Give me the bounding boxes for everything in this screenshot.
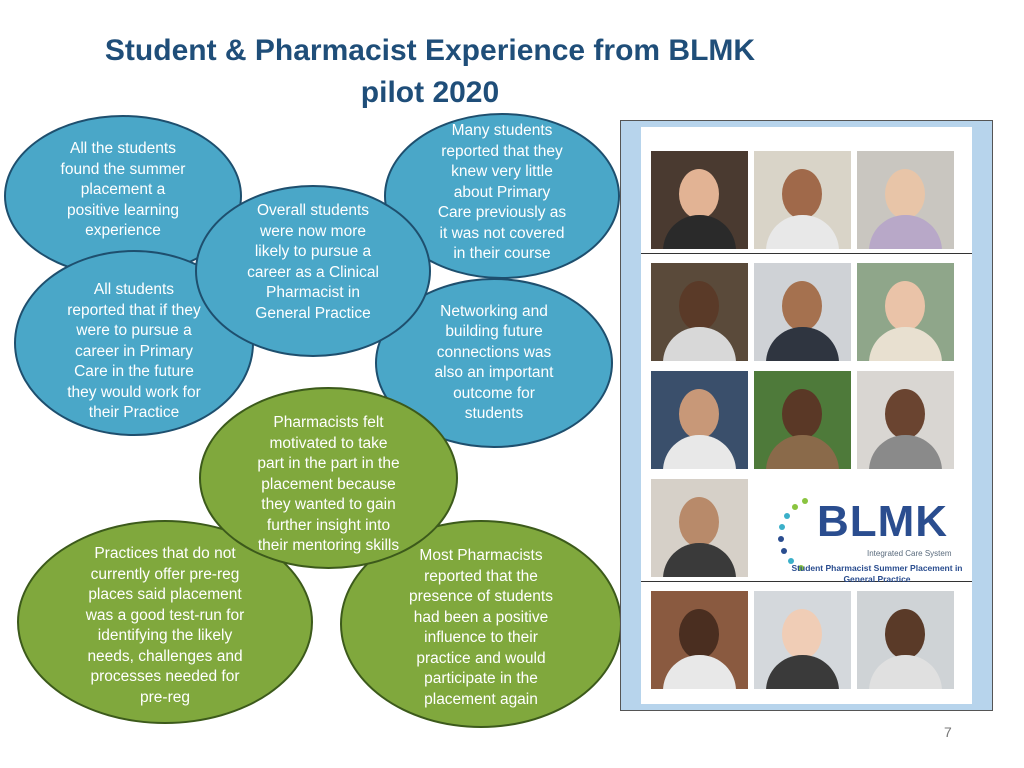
- pharmacist-photo-1: [651, 591, 748, 689]
- bubble-test-run-text: Practices that do not currently offer pr…: [85, 545, 245, 706]
- bubble-networking-text: Networking and building future connectio…: [434, 302, 554, 423]
- pharmacist-photo-2: [754, 591, 851, 689]
- pharmacist-photo-3: [857, 591, 954, 689]
- slide-title-line1: Student & Pharmacist Experience from BLM…: [104, 34, 756, 67]
- bubble-test-run: Practices that do not currently offer pr…: [17, 520, 313, 724]
- student-photo-9: [857, 371, 954, 469]
- logo-subtitle: Integrated Care System: [867, 549, 952, 558]
- student-photo-4: [651, 263, 748, 361]
- logo-wordmark: BLMK: [817, 497, 949, 546]
- photo-panel: BLMK Integrated Care System Student Phar…: [620, 120, 993, 711]
- slide-title: Student & Pharmacist Experience from BLM…: [40, 30, 820, 114]
- student-photo-10: [651, 479, 748, 577]
- bubble-mentoring-text: Pharmacists felt motivated to take part …: [257, 414, 400, 554]
- student-photo-3: [857, 151, 954, 249]
- student-photo-1: [651, 151, 748, 249]
- bubble-work-for-practice-text: All students reported that if they were …: [67, 281, 201, 422]
- bubble-knew-little: Many students reported that they knew ve…: [384, 113, 620, 279]
- logo-caption: Student Pharmacist Summer Placement in G…: [791, 563, 963, 584]
- page-number: 7: [944, 724, 952, 740]
- student-photo-7: [651, 371, 748, 469]
- bubble-work-for-practice: All students reported that if they were …: [14, 250, 254, 436]
- panel-divider-1: [641, 253, 972, 254]
- bubble-clinical-pharmacist-text: Overall students were now more likely to…: [247, 202, 379, 322]
- bubble-summer-positive-text: All the students found the summer placem…: [60, 140, 186, 239]
- panel-divider-2: [641, 581, 972, 582]
- photo-panel-inner: BLMK Integrated Care System Student Phar…: [641, 127, 972, 704]
- bubble-clinical-pharmacist: Overall students were now more likely to…: [195, 185, 431, 357]
- slide-title-line2: pilot 2020: [360, 76, 500, 109]
- student-photo-5: [754, 263, 851, 361]
- logo-dots-icon: [778, 498, 808, 571]
- blmk-logo: BLMK Integrated Care System Student Phar…: [771, 483, 981, 593]
- bubble-knew-little-text: Many students reported that they knew ve…: [437, 122, 567, 262]
- student-photo-8: [754, 371, 851, 469]
- bubble-mentoring: Pharmacists felt motivated to take part …: [199, 387, 458, 569]
- student-photo-2: [754, 151, 851, 249]
- bubble-positive-influence-text: Most Pharmacists reported that the prese…: [409, 547, 553, 708]
- student-photo-6: [857, 263, 954, 361]
